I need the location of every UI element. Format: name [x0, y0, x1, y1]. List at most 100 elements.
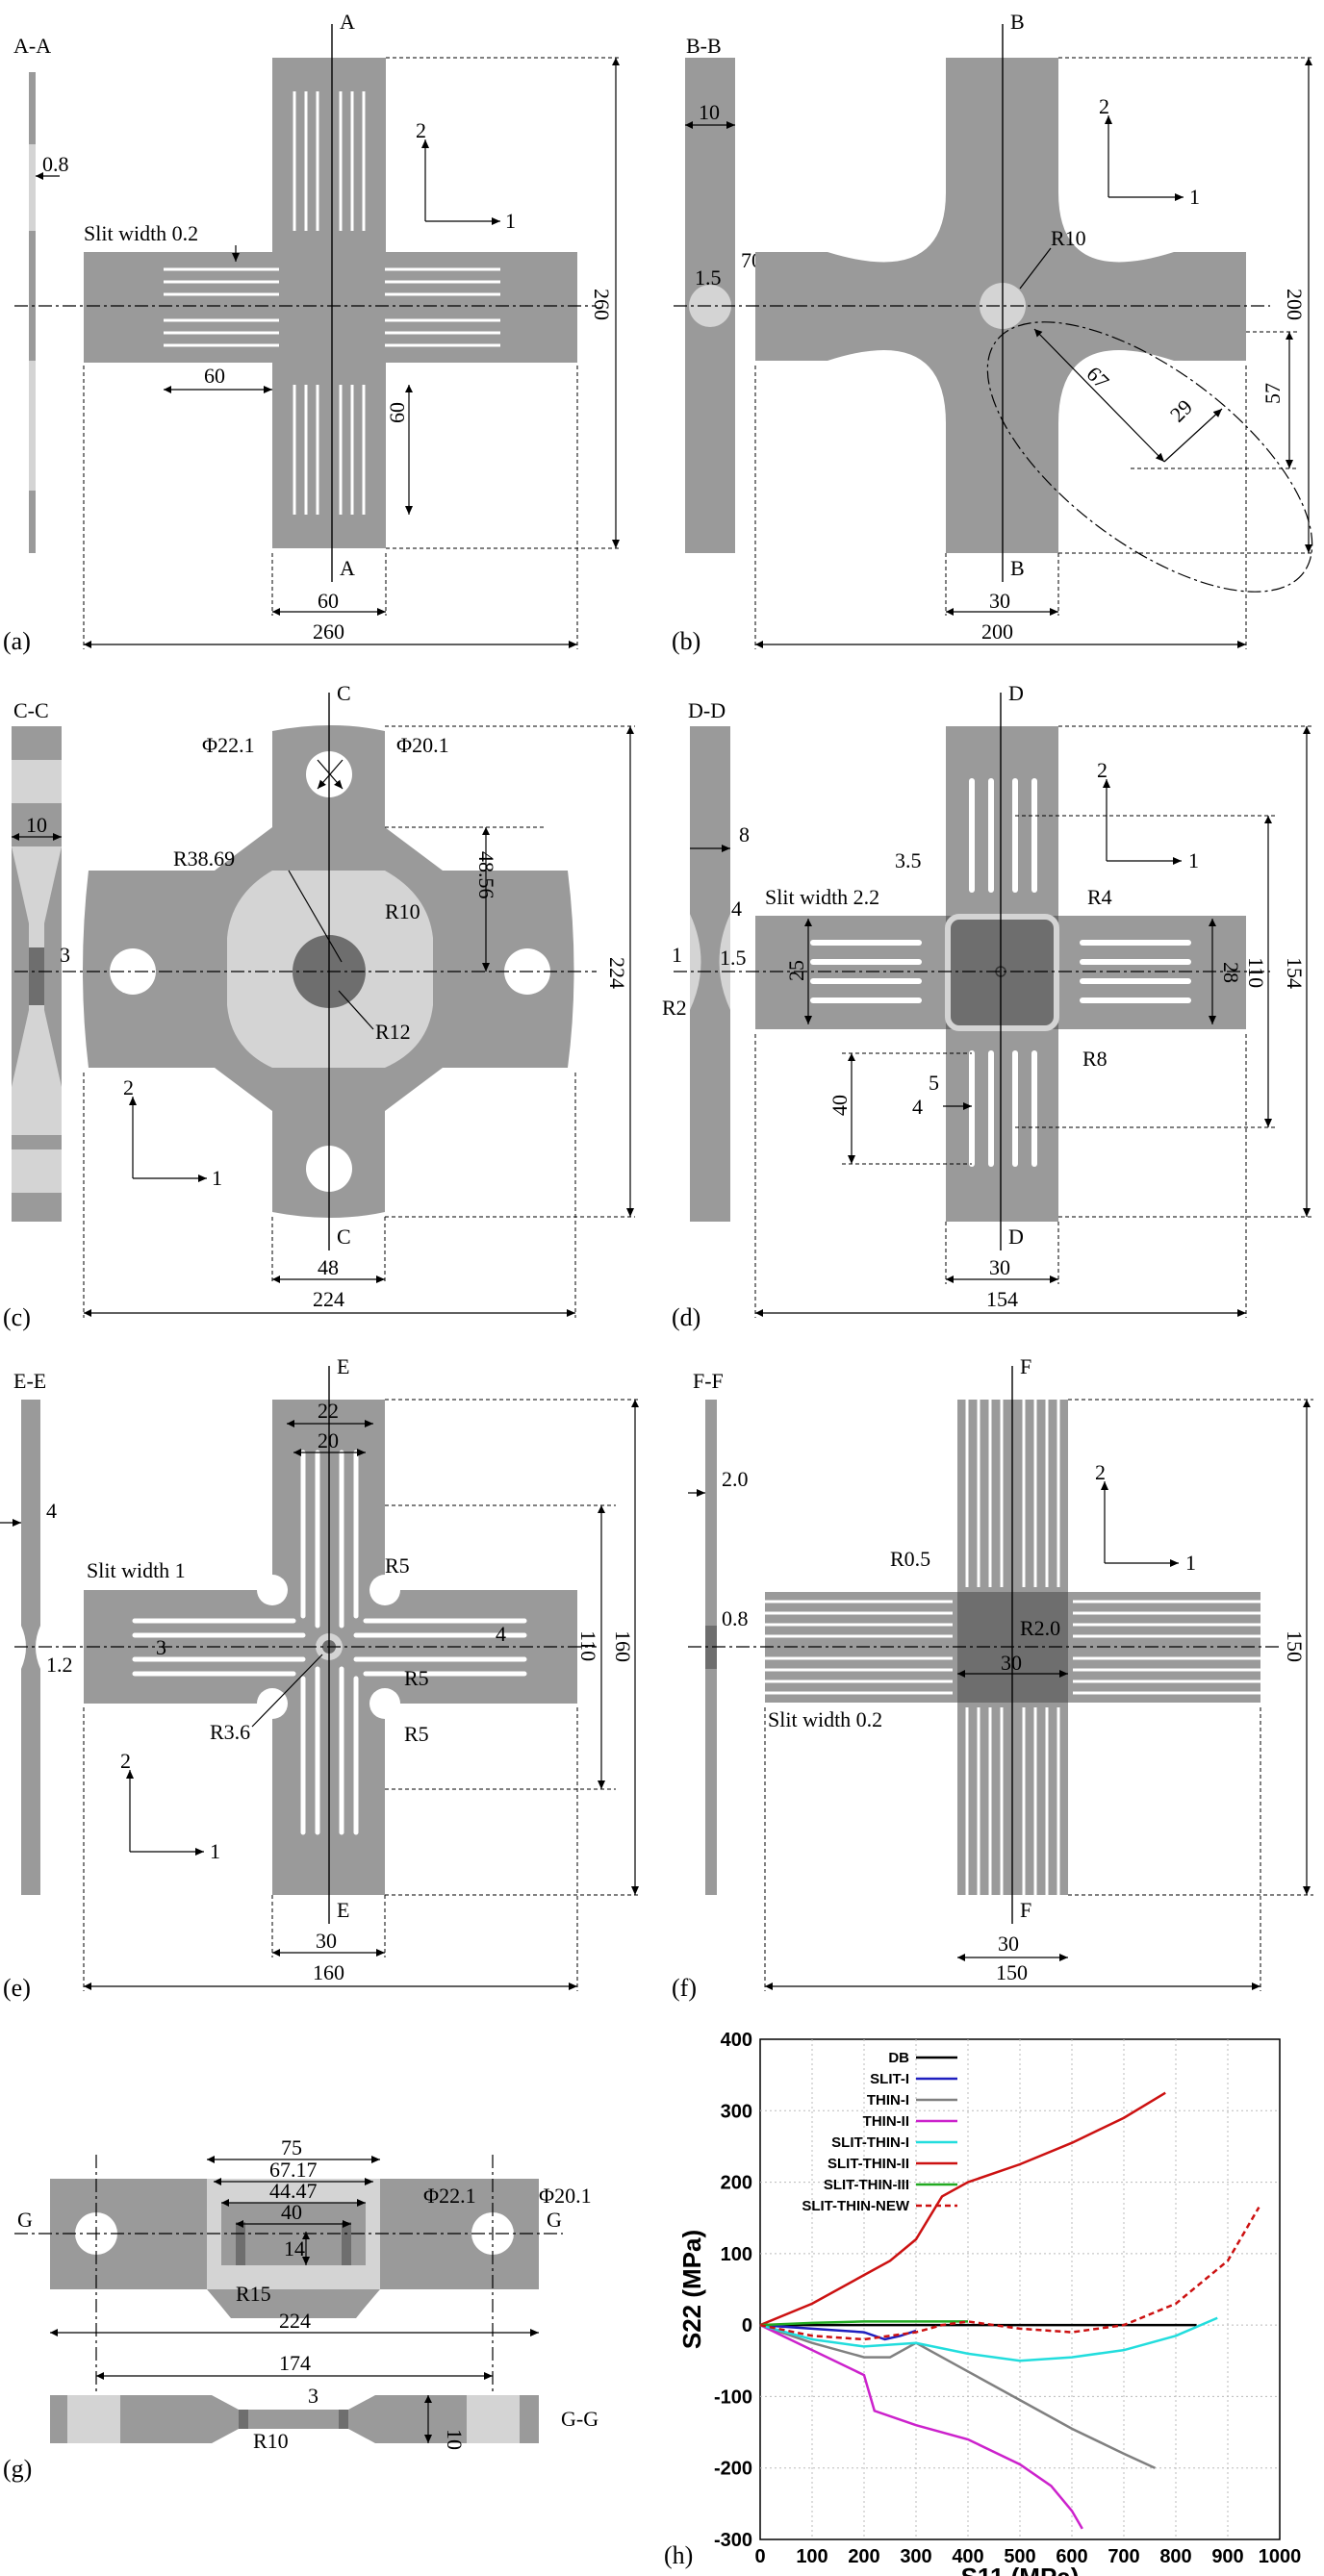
svg-text:C: C	[337, 1225, 351, 1249]
svg-text:3: 3	[60, 943, 70, 967]
panel-a: A-A 0.8 A A Slit width 0.2 60 60	[3, 10, 621, 655]
svg-text:1.5: 1.5	[695, 265, 722, 290]
svg-text:2: 2	[1099, 94, 1109, 118]
svg-text:2: 2	[1097, 758, 1108, 782]
svg-text:R8: R8	[1082, 1047, 1108, 1071]
svg-text:48.56: 48.56	[474, 851, 498, 899]
svg-text:(b): (b)	[672, 627, 700, 655]
y-axis-label: S22 (MPa)	[677, 2230, 706, 2349]
cross-horizontal-a	[84, 252, 577, 363]
svg-text:B: B	[1010, 556, 1025, 580]
svg-text:R5: R5	[404, 1722, 429, 1746]
svg-text:R10: R10	[253, 2429, 289, 2453]
svg-text:4: 4	[496, 1622, 506, 1646]
panel-d: D-D 8 4 1.5 1 R2 D D Slit width 2.2 3.5 …	[662, 681, 1313, 1331]
x-tick-label: 300	[900, 2546, 931, 2567]
svg-text:Φ20.1: Φ20.1	[396, 733, 449, 757]
slit-note-a: Slit width 0.2	[84, 221, 198, 245]
svg-text:E: E	[337, 1354, 349, 1378]
svg-text:R2: R2	[662, 996, 687, 1020]
dim-a-thick: 0.8	[42, 152, 69, 176]
svg-text:4: 4	[912, 1095, 923, 1119]
svg-text:D: D	[1008, 1225, 1024, 1249]
svg-text:G: G	[17, 2208, 33, 2232]
svg-text:30: 30	[998, 1932, 1019, 1956]
svg-text:Slit width 2.2: Slit width 2.2	[765, 885, 879, 909]
svg-text:40: 40	[828, 1095, 852, 1116]
svg-text:14: 14	[284, 2236, 305, 2260]
svg-text:1.2: 1.2	[46, 1653, 73, 1677]
svg-text:4: 4	[46, 1499, 57, 1523]
svg-text:44.47: 44.47	[269, 2179, 318, 2203]
svg-text:160: 160	[611, 1630, 635, 1662]
svg-text:20: 20	[318, 1428, 339, 1452]
panel-c: C-C 10 3 C C Φ22.1 Φ20.1 R38.69 R10 R12 …	[3, 681, 635, 1331]
svg-text:10: 10	[699, 100, 720, 124]
svg-text:1: 1	[1185, 1551, 1196, 1575]
series-line-thin-ii	[759, 2324, 1083, 2530]
svg-text:1: 1	[212, 1166, 222, 1190]
svg-text:1: 1	[505, 209, 516, 233]
svg-text:8: 8	[739, 822, 750, 846]
svg-text:1: 1	[210, 1839, 220, 1863]
legend-label: SLIT-THIN-I	[831, 2134, 909, 2151]
panel-f: F-F 2.0 0.8 F F R	[672, 1354, 1313, 2002]
svg-text:R12: R12	[375, 1020, 411, 1044]
svg-text:2: 2	[416, 118, 426, 142]
x-tick-label: 200	[848, 2546, 879, 2567]
x-tick-label: 100	[796, 2546, 828, 2567]
panel-label-h: (h)	[664, 2541, 693, 2569]
svg-text:30: 30	[989, 589, 1010, 613]
svg-text:Φ20.1: Φ20.1	[539, 2184, 592, 2208]
x-tick-label: 500	[1004, 2546, 1035, 2567]
svg-text:(g): (g)	[3, 2455, 32, 2483]
svg-text:30: 30	[989, 1255, 1010, 1279]
svg-text:C-C: C-C	[13, 698, 49, 722]
x-tick-label: 900	[1211, 2546, 1243, 2567]
svg-text:R5: R5	[385, 1553, 410, 1578]
svg-text:2.0: 2.0	[722, 1467, 749, 1491]
slits-a	[164, 91, 500, 515]
section-label-a: A-A	[13, 34, 51, 58]
svg-text:R15: R15	[236, 2282, 271, 2306]
series-line-slit-thin-i	[759, 2316, 1218, 2362]
y-tick-label: 200	[721, 2173, 752, 2194]
svg-text:60: 60	[204, 364, 225, 388]
svg-text:154: 154	[1283, 957, 1307, 989]
svg-text:67.17: 67.17	[269, 2158, 318, 2182]
svg-text:F: F	[1020, 1354, 1031, 1378]
svg-text:G: G	[547, 2208, 562, 2232]
svg-text:D-D: D-D	[688, 698, 726, 722]
svg-text:224: 224	[279, 2309, 311, 2333]
svg-text:(e): (e)	[3, 1974, 31, 2002]
svg-text:110: 110	[576, 1630, 600, 1661]
svg-text:B-B: B-B	[686, 34, 722, 58]
svg-text:R10: R10	[385, 899, 420, 923]
svg-text:2: 2	[123, 1075, 134, 1099]
x-tick-label: 800	[1159, 2546, 1191, 2567]
svg-text:(c): (c)	[3, 1303, 31, 1331]
y-tick-label: -300	[714, 2530, 752, 2551]
svg-text:22: 22	[318, 1399, 339, 1423]
svg-text:260: 260	[313, 619, 344, 644]
y-tick-label: -200	[714, 2459, 752, 2480]
x-tick-label: 600	[1056, 2546, 1087, 2567]
svg-text:C: C	[337, 681, 351, 705]
y-tick-label: 0	[742, 2315, 752, 2336]
svg-text:R3.6: R3.6	[210, 1720, 250, 1744]
svg-text:1.5: 1.5	[720, 946, 747, 970]
svg-text:60: 60	[385, 402, 409, 423]
svg-text:(d): (d)	[672, 1303, 700, 1331]
svg-text:28: 28	[1219, 962, 1243, 983]
svg-text:F-F: F-F	[693, 1369, 724, 1393]
svg-text:D: D	[1008, 681, 1024, 705]
svg-text:Slit width 1: Slit width 1	[87, 1558, 186, 1582]
svg-text:150: 150	[1283, 1630, 1307, 1662]
svg-text:A: A	[340, 556, 355, 580]
svg-text:A: A	[340, 10, 355, 34]
series-line-slit-thin-ii	[759, 2091, 1166, 2327]
legend-label: SLIT-I	[870, 2071, 909, 2087]
legend-label: SLIT-THIN-II	[828, 2156, 909, 2172]
svg-text:2: 2	[1095, 1460, 1106, 1484]
svg-text:3.5: 3.5	[895, 848, 922, 872]
